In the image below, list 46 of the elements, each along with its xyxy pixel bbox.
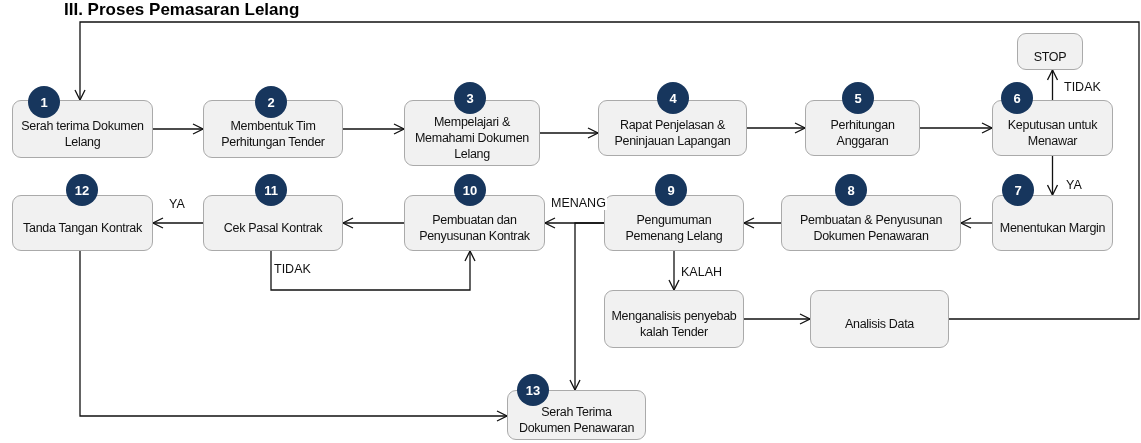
edge-label: TIDAK xyxy=(1063,80,1102,94)
process-box: Cek Pasal Kontrak xyxy=(203,195,343,251)
arrow xyxy=(270,250,476,291)
process-box: Pengumuman Pemenang Lelang xyxy=(604,195,744,251)
diagram-title: III. Proses Pemasaran Lelang xyxy=(64,0,300,20)
step-number-badge: 3 xyxy=(454,82,486,114)
process-box: STOP xyxy=(1017,33,1083,70)
step-number-badge: 11 xyxy=(255,174,287,206)
step-number-badge: 8 xyxy=(835,174,867,206)
step-number-badge: 12 xyxy=(66,174,98,206)
arrow xyxy=(919,122,993,134)
arrow xyxy=(74,21,1140,320)
arrow xyxy=(746,122,806,134)
step-number-badge: 1 xyxy=(28,86,60,118)
arrow xyxy=(342,123,405,135)
process-box: Menganalisis penyebab kalah Tender xyxy=(604,290,744,348)
edge-label: KALAH xyxy=(680,265,723,279)
arrow xyxy=(1046,69,1059,101)
step-number-badge: 9 xyxy=(655,174,687,206)
arrow xyxy=(79,250,508,422)
step-number-badge: 7 xyxy=(1002,174,1034,206)
edge-label: YA xyxy=(1065,178,1083,192)
arrow xyxy=(960,217,993,229)
edge-label: TIDAK xyxy=(273,262,312,276)
step-number-badge: 5 xyxy=(842,82,874,114)
process-box: Pembuatan dan Penyusunan Kontrak xyxy=(404,195,545,251)
process-box: Tanda Tangan Kontrak xyxy=(12,195,153,251)
arrow xyxy=(152,217,204,229)
step-number-badge: 6 xyxy=(1001,82,1033,114)
arrow xyxy=(539,127,599,139)
edge-label: YA xyxy=(168,197,186,211)
arrow xyxy=(569,222,605,391)
arrow xyxy=(342,217,405,229)
step-number-badge: 10 xyxy=(454,174,486,206)
step-number-badge: 13 xyxy=(517,374,549,406)
process-box: Pembuatan & Penyusunan Dokumen Penawaran xyxy=(781,195,961,251)
arrow xyxy=(152,123,204,135)
edge-label: MENANG xyxy=(550,196,607,210)
arrow xyxy=(1046,155,1059,196)
step-number-badge: 2 xyxy=(255,86,287,118)
arrow xyxy=(743,217,782,229)
arrow xyxy=(668,250,680,291)
process-box: Analisis Data xyxy=(810,290,949,348)
step-number-badge: 4 xyxy=(657,82,689,114)
arrow xyxy=(743,313,811,325)
process-box: Menentukan Margin xyxy=(992,195,1113,251)
